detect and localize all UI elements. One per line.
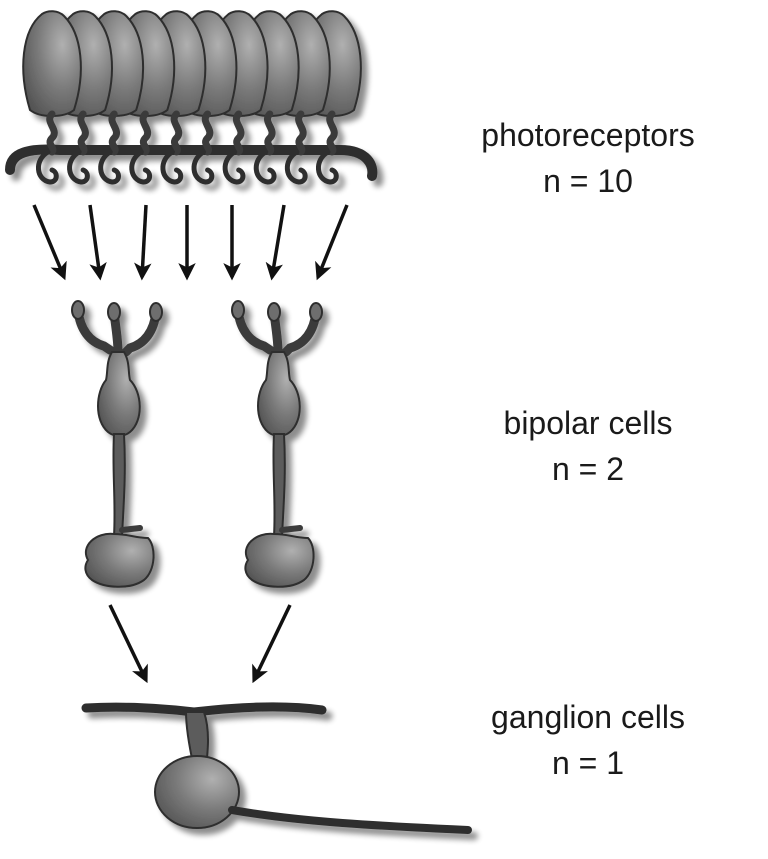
photoreceptor-terminal-bar — [5, 144, 378, 181]
bipolar-count: n = 2 — [551, 451, 625, 487]
arrow — [252, 604, 292, 684]
ganglion-label: ganglion cells n = 1 — [448, 694, 728, 786]
bipolar-cell — [71, 300, 163, 588]
bipolar-name: bipolar cells — [503, 405, 673, 441]
arrow — [134, 204, 152, 281]
arrow — [108, 604, 148, 684]
photoreceptors-count: n = 10 — [543, 163, 633, 199]
arrows-bipolar-to-ganglion — [108, 604, 292, 684]
arrow — [88, 204, 107, 281]
photoreceptor-cell — [22, 10, 82, 185]
ganglion-count: n = 1 — [551, 745, 625, 781]
ganglion-name: ganglion cells — [491, 699, 685, 735]
bipolar-label: bipolar cells n = 2 — [448, 400, 728, 492]
arrow — [265, 204, 286, 281]
bipolar-cell — [231, 300, 323, 588]
bipolar-layer — [71, 300, 323, 588]
arrow — [32, 204, 67, 281]
photoreceptor-layer — [5, 10, 378, 185]
photoreceptors-name: photoreceptors — [481, 117, 695, 153]
arrow — [315, 204, 349, 281]
ganglion-cell — [81, 702, 472, 834]
photoreceptors-label: photoreceptors n = 10 — [448, 112, 728, 204]
arrows-photoreceptors-to-bipolar — [32, 204, 349, 281]
